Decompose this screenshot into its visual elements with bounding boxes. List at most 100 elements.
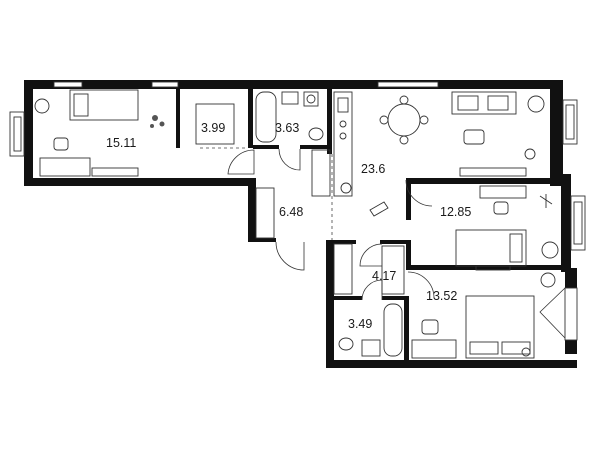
- wall-bedroom1-left-b: [406, 240, 411, 270]
- wall-right-mid: [561, 174, 571, 272]
- wall-hall-bottom-left: [254, 238, 276, 242]
- lamp-icon: [521, 347, 531, 357]
- door-room1: [227, 149, 255, 175]
- furniture-bathroom1: [255, 91, 324, 143]
- robot-vacuum-icon: [369, 201, 389, 217]
- area-label-room-8: 13.52: [426, 289, 457, 303]
- window-right-top-frame: [565, 104, 575, 140]
- wall-bedroom2-left: [404, 296, 409, 366]
- area-label-room-5: 6.48: [279, 205, 303, 219]
- sofa-cushion: [457, 95, 479, 111]
- wall-closet-bath: [248, 86, 253, 148]
- wall-hall-bottom: [326, 240, 356, 244]
- furniture-bedroom2: [411, 272, 556, 359]
- window-right-low: [564, 287, 578, 341]
- area-label-room-6: 12.85: [440, 205, 471, 219]
- window-kitchen-top: [377, 81, 439, 88]
- airplane-icon: [539, 194, 553, 208]
- area-label-room-1: 15.11: [106, 136, 136, 150]
- desk-bedroom1: [479, 185, 527, 199]
- area-label-room-7: 4.17: [372, 269, 396, 283]
- furniture-room1: [34, 89, 235, 177]
- toy-icon-3: [150, 124, 154, 128]
- wall-right-upper: [550, 80, 563, 186]
- bathtub-2: [383, 303, 403, 357]
- door-bedroom1-arc: [405, 179, 433, 207]
- door-bedroom2: [407, 271, 435, 299]
- wall-hall-left: [248, 178, 256, 242]
- area-label-room-2: 3.99: [201, 121, 225, 135]
- pillow-bedroom2-2: [501, 341, 531, 355]
- sofa: [451, 91, 517, 115]
- desk-bedroom2: [411, 339, 457, 359]
- dining-chair-3: [379, 115, 389, 125]
- kitchen-counter: [333, 91, 353, 197]
- wall-bath2-top-b: [382, 296, 408, 300]
- toilet-2: [338, 337, 354, 351]
- bed-bedroom1: [455, 229, 527, 267]
- wall-bedroom1-top: [406, 178, 564, 184]
- pillow-room1: [73, 93, 89, 117]
- toy-icon-2: [159, 121, 165, 127]
- dining-chair: [399, 95, 409, 105]
- furniture-hall: [255, 187, 405, 295]
- wall-bedroom1-left-a: [406, 178, 411, 220]
- plant-room1-icon: [34, 98, 50, 114]
- area-label-room-9: 3.49: [348, 317, 372, 331]
- pillow-bedroom2: [469, 341, 499, 355]
- chair-room1: [53, 137, 69, 151]
- washer-1: [303, 91, 319, 107]
- furniture-bathroom2: [338, 303, 403, 357]
- doors: [200, 147, 566, 339]
- toy-living-icon: [524, 148, 536, 160]
- sofa-cushion-2: [487, 95, 509, 111]
- wall-left: [24, 80, 33, 184]
- window-room1-top: [53, 81, 83, 88]
- dining-chair-4: [419, 115, 429, 125]
- window-right-mid-frame: [573, 201, 583, 245]
- shelf-room1: [91, 167, 139, 177]
- chair-bedroom1: [493, 201, 509, 215]
- wall-bottom-left: [24, 178, 254, 186]
- outer-walls: [24, 80, 577, 368]
- window-left-frame: [13, 116, 22, 152]
- plant-bedroom2-icon: [540, 272, 556, 288]
- wall-bath-left: [326, 240, 334, 368]
- kitchen-cabinet: [311, 149, 331, 197]
- wardrobe-closet: [195, 103, 235, 145]
- closet-rack: [381, 245, 405, 295]
- wall-bedroom-divider: [406, 265, 566, 270]
- furniture-kitchen: [311, 91, 545, 217]
- wall-bath2-top-a: [330, 296, 362, 300]
- area-labels: 15.11 3.99 3.63 23.6 6.48 12.85 4.17 13.…: [106, 121, 471, 331]
- hall-wardrobe: [255, 187, 275, 239]
- door-bathroom: [278, 148, 301, 171]
- bed-room1: [69, 89, 139, 121]
- wall-bath-bottom-a: [253, 145, 279, 149]
- ceiling-light-icon: [340, 182, 352, 194]
- wall-bottom: [326, 360, 577, 368]
- dining-chair-2: [399, 135, 409, 145]
- toy-icon: [152, 115, 158, 121]
- fridge: [337, 97, 349, 113]
- door-bath2: [361, 279, 383, 301]
- toilet-1: [308, 127, 324, 141]
- door-entrance: [275, 241, 305, 271]
- sink-1: [281, 91, 299, 105]
- wall-bath-kitchen: [327, 86, 332, 154]
- wall-top: [24, 80, 563, 89]
- interior-walls: [176, 86, 566, 366]
- door-closet: [359, 243, 383, 267]
- stove-burner-icon: [339, 120, 347, 128]
- coffee-table: [463, 129, 485, 145]
- area-label-room-3: 3.63: [275, 121, 299, 135]
- desk-room1: [39, 157, 91, 177]
- stove-burner-icon-2: [339, 132, 347, 140]
- wall-bath-bottom-b: [300, 145, 332, 149]
- dining-table: [387, 103, 421, 137]
- windows: [9, 81, 586, 341]
- washer-drum-icon: [306, 94, 316, 104]
- shelf-bedroom1: [475, 265, 511, 271]
- pillow-bedroom1: [509, 233, 523, 263]
